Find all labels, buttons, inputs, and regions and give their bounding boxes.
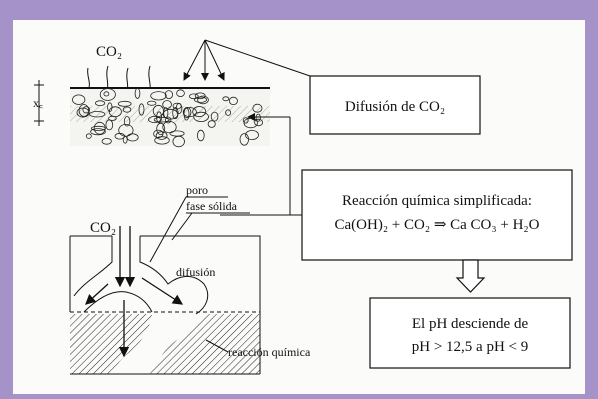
reaction-equation: Ca(OH)₂ + CO₂ ⇒ Ca CO₃ + H₂O bbox=[335, 217, 540, 233]
reaction-title: Reacción química simplificada: bbox=[342, 193, 532, 209]
concrete-surface-figure: CO₂ x꜀ bbox=[33, 39, 311, 148]
aggregate-stone bbox=[228, 96, 238, 106]
ph-box: El pH desciende de pH > 12,5 a pH < 9 bbox=[369, 297, 571, 369]
ph-line-2: pH > 12,5 a pH < 9 bbox=[412, 339, 529, 355]
carbonated-solid-right bbox=[150, 314, 260, 374]
aggregate-stone bbox=[254, 118, 264, 127]
aggregate-stone bbox=[117, 100, 132, 107]
reaccion-leader bbox=[205, 339, 229, 353]
carbonated-solid-left bbox=[70, 314, 152, 374]
co2-label-top: CO₂ bbox=[96, 44, 122, 60]
diffusion-box-frame bbox=[309, 75, 481, 135]
aggregate-stone bbox=[82, 106, 91, 114]
aggregate-stone bbox=[162, 108, 179, 120]
aggregate-stone bbox=[99, 88, 116, 101]
co2-label-pore: CO₂ bbox=[90, 220, 116, 236]
aggregate-stone bbox=[225, 109, 232, 116]
aggregate-stone bbox=[255, 113, 261, 122]
aggregate-stone bbox=[154, 136, 170, 145]
aggregate-stone bbox=[150, 91, 167, 101]
aggregate-stone bbox=[123, 116, 131, 127]
aggregate-stone bbox=[193, 111, 209, 123]
hollow-down-arrow bbox=[455, 259, 486, 293]
aggregate-stone bbox=[245, 129, 259, 140]
reaccion-label: reacción química bbox=[228, 345, 311, 359]
aggregate-stone bbox=[162, 100, 172, 109]
aggregate-stone bbox=[252, 103, 263, 113]
aggregate-stone bbox=[155, 131, 168, 140]
reaction-box: Reacción química simplificada: Ca(OH)₂ +… bbox=[301, 169, 573, 261]
aggregate-stone bbox=[85, 133, 92, 139]
poro-leader bbox=[149, 196, 187, 263]
diffusion-arrow bbox=[183, 39, 206, 81]
aggregate-stone bbox=[239, 133, 250, 146]
pore-wall bbox=[139, 236, 209, 315]
diffusion-arrow bbox=[204, 39, 225, 81]
pore-detail-figure: poro fase sólida CO₂ difusión reacción q… bbox=[69, 183, 311, 375]
aggregate-stone bbox=[164, 90, 173, 99]
aggregate-stone bbox=[176, 89, 185, 97]
aggregate-stone bbox=[152, 104, 164, 117]
aggregate-stones bbox=[72, 88, 264, 148]
diffusion-leader-line bbox=[204, 39, 311, 77]
aggregate-stone bbox=[197, 95, 209, 105]
diffusion-arrow-pore bbox=[85, 283, 109, 305]
aggregate-stone bbox=[105, 119, 114, 131]
aggregate-stone bbox=[89, 110, 106, 118]
aggregate-stone bbox=[134, 88, 141, 99]
aggregate-stone bbox=[103, 91, 110, 97]
aggregate-stone bbox=[193, 96, 207, 103]
aggregate-stone bbox=[172, 102, 182, 110]
ph-line-1: El pH desciende de bbox=[412, 316, 529, 332]
aggregate-stone bbox=[210, 111, 219, 122]
aggregate-stone bbox=[172, 107, 179, 120]
depth-label: x꜀ bbox=[33, 96, 43, 110]
aggregate-stone bbox=[172, 135, 185, 148]
aggregate-stone bbox=[126, 133, 139, 142]
aggregate-stone bbox=[197, 129, 205, 142]
aggregate-stone bbox=[162, 121, 177, 134]
aggregate-stone bbox=[182, 107, 197, 118]
diffusion-box: Difusión de CO₂ bbox=[309, 75, 481, 135]
ph-box-frame bbox=[369, 297, 571, 369]
solid-phase-outline bbox=[70, 235, 261, 312]
difusion-label: difusión bbox=[176, 265, 215, 279]
aggregate-stone bbox=[78, 104, 90, 117]
aggregate-stone bbox=[222, 96, 230, 102]
aggregate-stone bbox=[194, 92, 206, 100]
aggregate-stone bbox=[108, 115, 117, 121]
diffusion-box-text: Difusión de CO₂ bbox=[345, 99, 445, 115]
aggregate-stone bbox=[148, 116, 161, 124]
diffusion-arrow-pore bbox=[141, 277, 184, 305]
aggregate-stone bbox=[156, 122, 166, 135]
aggregate-stone bbox=[122, 136, 128, 144]
aggregate-stone bbox=[207, 120, 216, 128]
aggregate-stone bbox=[192, 106, 207, 118]
reaction-connector bbox=[220, 113, 302, 216]
aggregate-stone bbox=[90, 128, 106, 136]
pore-wall bbox=[73, 236, 113, 297]
aggregate-stone bbox=[165, 116, 172, 124]
aggregate-stone bbox=[153, 116, 170, 123]
aggregate-stone bbox=[95, 100, 106, 106]
fase-label: fase sólida bbox=[186, 199, 238, 213]
poro-label: poro bbox=[186, 183, 208, 197]
aggregate-stone bbox=[189, 93, 199, 100]
carbonated-zone bbox=[70, 106, 270, 122]
aggregate-stone bbox=[122, 106, 132, 113]
aggregate-stone bbox=[138, 103, 145, 116]
reaction-box-frame bbox=[301, 169, 573, 261]
aggregate-stone bbox=[146, 100, 157, 106]
aggregate-stone bbox=[183, 107, 190, 121]
aggregate-stone bbox=[107, 102, 113, 112]
aggregate-stone bbox=[93, 121, 106, 135]
pore-wall bbox=[83, 291, 153, 313]
aggregate-stone bbox=[101, 138, 112, 145]
aggregate-stone bbox=[72, 94, 86, 105]
